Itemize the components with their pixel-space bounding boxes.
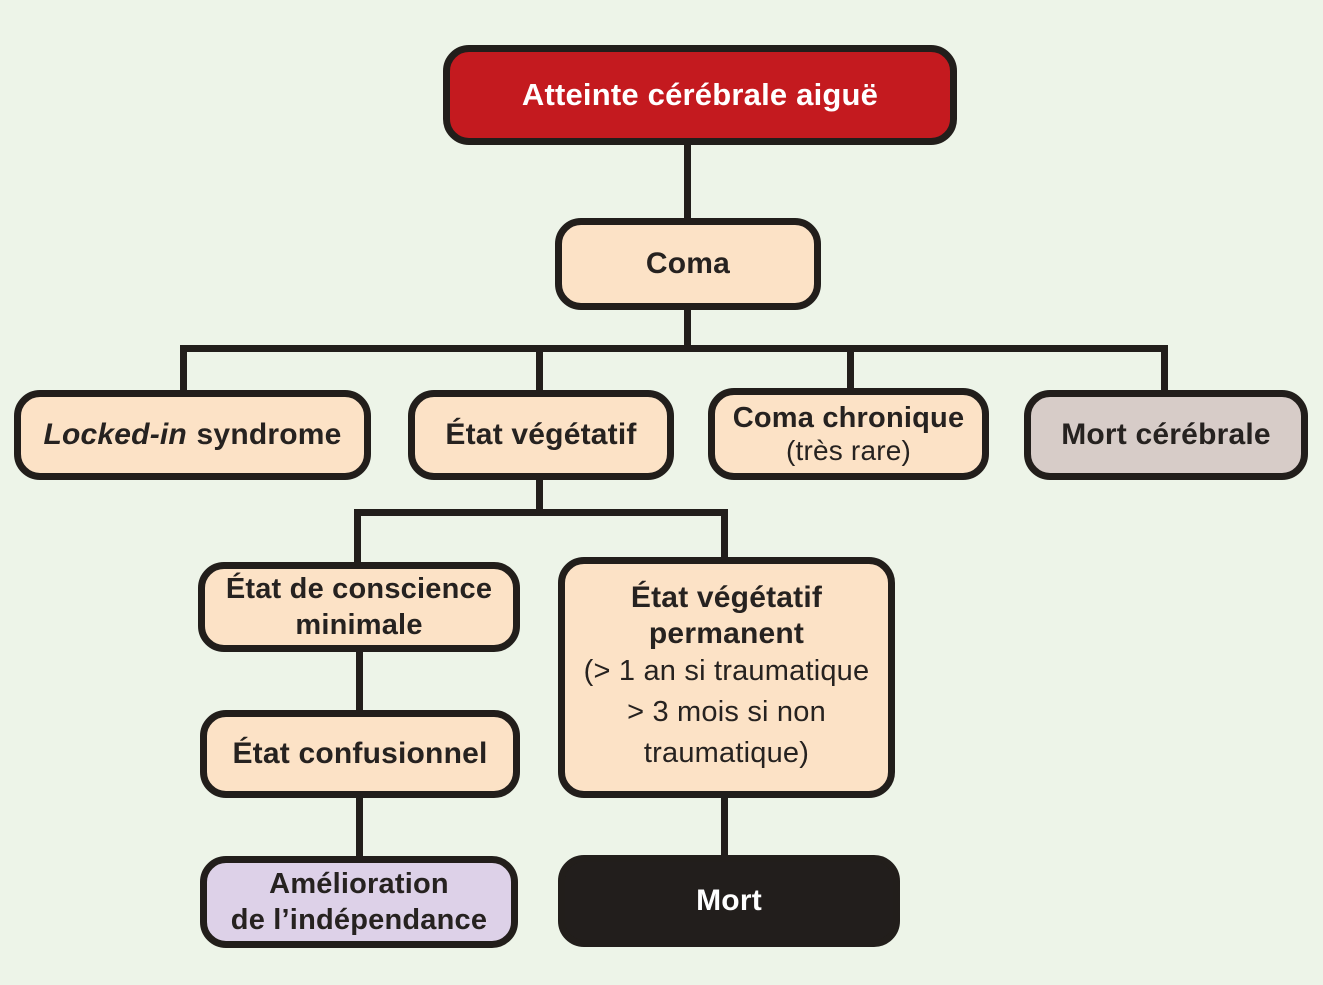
connector-drop-etat-vegetatif [536, 345, 543, 395]
node-locked-in-syndrome: Locked-in syndrome [14, 390, 371, 480]
node-label: Mort [696, 884, 762, 918]
node-label-line2: de l’indépendance [230, 904, 488, 936]
node-label-line1: Amélioration [269, 867, 449, 900]
node-etat-confusionnel: État confusionnel [200, 710, 520, 798]
connector-coma-to-branch [684, 306, 691, 352]
connector-conscience-to-confusionnel [356, 648, 363, 714]
connector-drop-vegetatif-permanent [721, 509, 728, 563]
node-sub-line2: > 3 mois si non [627, 696, 826, 729]
node-label-line2: minimale [295, 609, 423, 641]
node-label-line1: État de conscience [225, 572, 493, 605]
connector-permanent-to-mort [721, 795, 728, 859]
node-title: Coma chronique [732, 401, 965, 434]
connector-drop-coma-chronique [847, 345, 854, 393]
node-subtitle: (très rare) [785, 435, 912, 467]
node-label: Coma [645, 247, 731, 281]
node-amelioration-independance: Amélioration de l’indépendance [200, 856, 518, 948]
node-bold-line1: État végétatif [630, 581, 823, 615]
node-bold-line2: permanent [648, 616, 805, 650]
node-label-rest-part: syndrome [196, 418, 342, 452]
node-label: État végétatif [445, 418, 637, 452]
node-sub-line3: traumatique) [643, 737, 810, 770]
node-mort: Mort [558, 855, 900, 947]
node-coma-chronique: Coma chronique (très rare) [708, 388, 989, 480]
connector-etat-vegetatif-to-branch [536, 474, 543, 516]
node-etat-vegetatif-permanent: État végétatif permanent (> 1 an si trau… [558, 557, 895, 798]
node-label: État confusionnel [232, 737, 488, 771]
connector-root-to-coma [684, 142, 691, 224]
node-etat-vegetatif: État végétatif [408, 390, 674, 480]
connector-branch-horizontal-2 [354, 509, 728, 516]
node-etat-conscience-minimale: État de conscience minimale [198, 562, 520, 652]
connector-drop-mort-cerebrale [1161, 345, 1168, 395]
node-label: Mort cérébrale [1061, 418, 1271, 452]
node-label: Locked-in syndrome [43, 417, 341, 452]
node-label: Atteinte cérébrale aiguë [521, 76, 879, 112]
node-label-italic-part: Locked-in [43, 418, 187, 452]
node-sub-line1: (> 1 an si traumatique [583, 655, 870, 688]
connector-confusionnel-to-amelioration [356, 794, 363, 860]
connector-drop-locked-in [180, 345, 187, 395]
connector-drop-conscience-minimale [354, 509, 361, 567]
node-atteinte-cerebrale-aigue: Atteinte cérébrale aiguë [443, 45, 957, 145]
connector-branch-horizontal-1 [180, 345, 1168, 352]
node-coma: Coma [555, 218, 821, 310]
node-mort-cerebrale: Mort cérébrale [1024, 390, 1308, 480]
